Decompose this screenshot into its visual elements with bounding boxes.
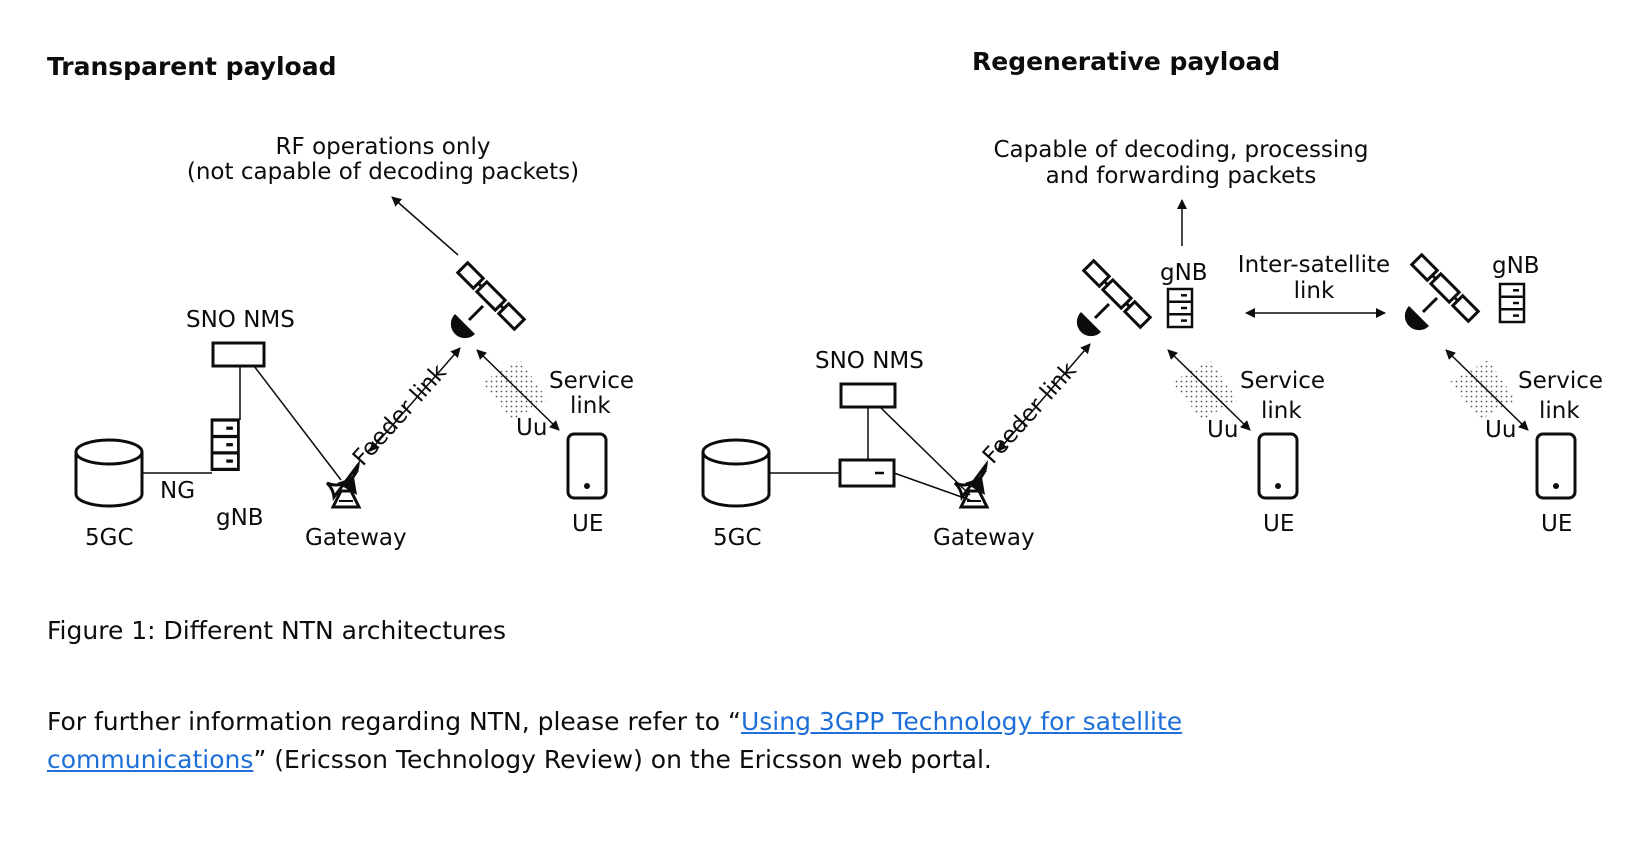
server-rack-icon: [210, 418, 241, 472]
isl-label-line1: Inter-satellite: [1238, 252, 1390, 278]
satellite-icon: [449, 261, 526, 340]
phone-icon: [566, 432, 608, 500]
nms-gateway-line: [253, 365, 342, 481]
right-sat1-gnb-label: gNB: [1160, 260, 1208, 286]
further-info-paragraph: For further information regarding NTN, p…: [47, 703, 1347, 779]
left-ue-label: UE: [572, 511, 603, 537]
left-feeder-link-arrow: [369, 347, 461, 452]
paragraph-text-before: For further information regarding NTN, p…: [47, 707, 741, 736]
figure-caption: Figure 1: Different NTN architectures: [47, 616, 506, 645]
database-icon: [701, 438, 771, 508]
left-nms-label: SNO NMS: [186, 307, 295, 333]
router-gateway-line: [893, 472, 971, 501]
etr-article-link[interactable]: Using 3GPP Technology for satellite comm…: [47, 707, 1183, 774]
right-service-link-line1: Service: [1240, 368, 1325, 394]
left-service-link-line1: Service: [549, 368, 634, 394]
right-service-link-line2: link: [1261, 398, 1302, 424]
left-feeder-link-label: Feeder link: [348, 359, 452, 471]
left-panel: RF operations only (not capable of decod…: [74, 134, 634, 551]
phone-icon: [1257, 432, 1299, 500]
left-uu-label: Uu: [516, 415, 547, 441]
right-core-label: 5GC: [713, 525, 762, 551]
left-gnb-label: gNB: [216, 505, 264, 531]
right-uu-label-b: Uu: [1485, 417, 1516, 443]
right-ue-label: UE: [1263, 511, 1294, 537]
router-box-icon: [838, 458, 896, 488]
right-service-link-line2-b: link: [1539, 398, 1580, 424]
right-uu-label: Uu: [1207, 417, 1238, 443]
right-feeder-link-arrow: [997, 343, 1091, 452]
satellite-icon: [1075, 259, 1152, 338]
phone-icon: [1535, 432, 1577, 500]
right-nms-label: SNO NMS: [815, 348, 924, 374]
nms-gateway-line: [879, 406, 971, 496]
paragraph-text-after: ” (Ericsson Technology Review) on the Er…: [253, 745, 992, 774]
server-rack-icon: [1498, 282, 1526, 324]
service-beam-icon: [482, 360, 548, 420]
satellite-icon: [1403, 253, 1480, 332]
server-rack-icon: [1166, 287, 1194, 329]
nms-box-icon: [211, 341, 266, 368]
left-satellite-note-line2: (not capable of decoding packets): [187, 159, 579, 185]
isl-label-line2: link: [1294, 278, 1335, 304]
right-satellite-note-line2: and forwarding packets: [1046, 163, 1317, 189]
left-gateway-label: Gateway: [305, 525, 407, 551]
right-satellite-note-line1: Capable of decoding, processing: [994, 137, 1369, 163]
left-satellite-note-line1: RF operations only: [276, 134, 491, 160]
left-core-label: 5GC: [85, 525, 134, 551]
database-icon: [74, 438, 144, 508]
right-ue-label-b: UE: [1541, 511, 1572, 537]
right-service-link-line1-b: Service: [1518, 368, 1603, 394]
right-feeder-link-label: Feeder link: [978, 357, 1082, 469]
transparent-title: Transparent payload: [47, 52, 337, 81]
left-note-arrow: [391, 196, 459, 256]
regenerative-title: Regenerative payload: [972, 47, 1281, 76]
right-sat2-gnb-label: gNB: [1492, 253, 1540, 279]
right-service-link-arrow-1: [1167, 349, 1251, 431]
right-panel: Capable of decoding, processing and forw…: [701, 137, 1603, 551]
service-beam-icon: [1450, 360, 1516, 420]
nms-box-icon: [839, 382, 897, 409]
ng-label: NG: [160, 478, 195, 504]
right-gateway-label: Gateway: [933, 525, 1035, 551]
dish-antenna-icon: [953, 463, 990, 509]
left-service-link-arrow: [476, 349, 560, 431]
dish-antenna-icon: [325, 463, 362, 509]
right-service-link-arrow-2: [1445, 349, 1529, 431]
left-service-link-line2: link: [570, 393, 611, 419]
service-beam-icon: [1172, 360, 1238, 420]
